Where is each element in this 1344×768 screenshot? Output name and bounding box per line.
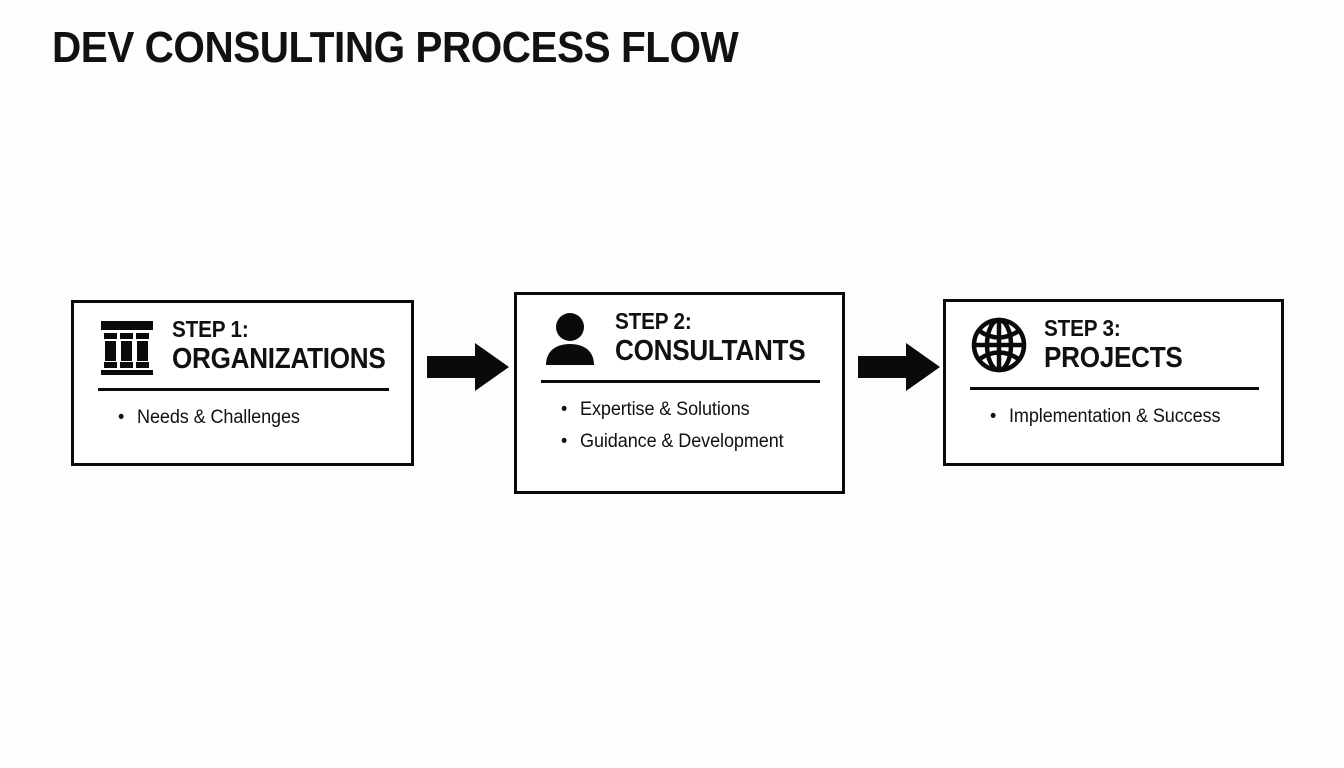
step-name: CONSULTANTS [615, 335, 806, 367]
step-bullet-list: Needs & Challenges [90, 391, 395, 434]
bank-icon [98, 317, 156, 375]
step-card-organizations[interactable]: STEP 1: ORGANIZATIONS Needs & Challenges [71, 300, 414, 466]
globe-icon [970, 316, 1028, 374]
card-divider [970, 387, 1259, 390]
arrow-right-icon [858, 341, 940, 393]
step-label: STEP 2: [615, 308, 692, 334]
person-icon [541, 309, 599, 367]
list-item: Expertise & Solutions [561, 394, 813, 426]
step-card-header: STEP 3: PROJECTS [962, 316, 1265, 374]
card-divider [98, 388, 389, 391]
step-bullet-list: Expertise & Solutions Guidance & Develop… [533, 383, 826, 458]
step-name: PROJECTS [1044, 342, 1183, 374]
page-title: DEV CONSULTING PROCESS FLOW [52, 23, 739, 72]
step-card-header: STEP 1: ORGANIZATIONS [90, 317, 395, 375]
step-label: STEP 3: [1044, 315, 1121, 341]
step-label: STEP 1: [172, 316, 249, 342]
arrow-right-icon [427, 341, 509, 393]
step-card-projects[interactable]: STEP 3: PROJECTS Implementation & Succes… [943, 299, 1284, 466]
step-bullet-list: Implementation & Success [962, 390, 1265, 433]
step-card-consultants[interactable]: STEP 2: CONSULTANTS Expertise & Solution… [514, 292, 845, 494]
step-name: ORGANIZATIONS [172, 343, 386, 375]
card-divider [541, 380, 820, 383]
list-item: Implementation & Success [990, 401, 1251, 433]
list-item: Guidance & Development [561, 426, 813, 458]
step-card-titles: STEP 2: CONSULTANTS [615, 310, 827, 366]
list-item: Needs & Challenges [118, 402, 381, 434]
step-card-titles: STEP 1: ORGANIZATIONS [172, 318, 409, 374]
step-card-header: STEP 2: CONSULTANTS [533, 309, 826, 367]
step-card-titles: STEP 3: PROJECTS [1044, 317, 1198, 373]
